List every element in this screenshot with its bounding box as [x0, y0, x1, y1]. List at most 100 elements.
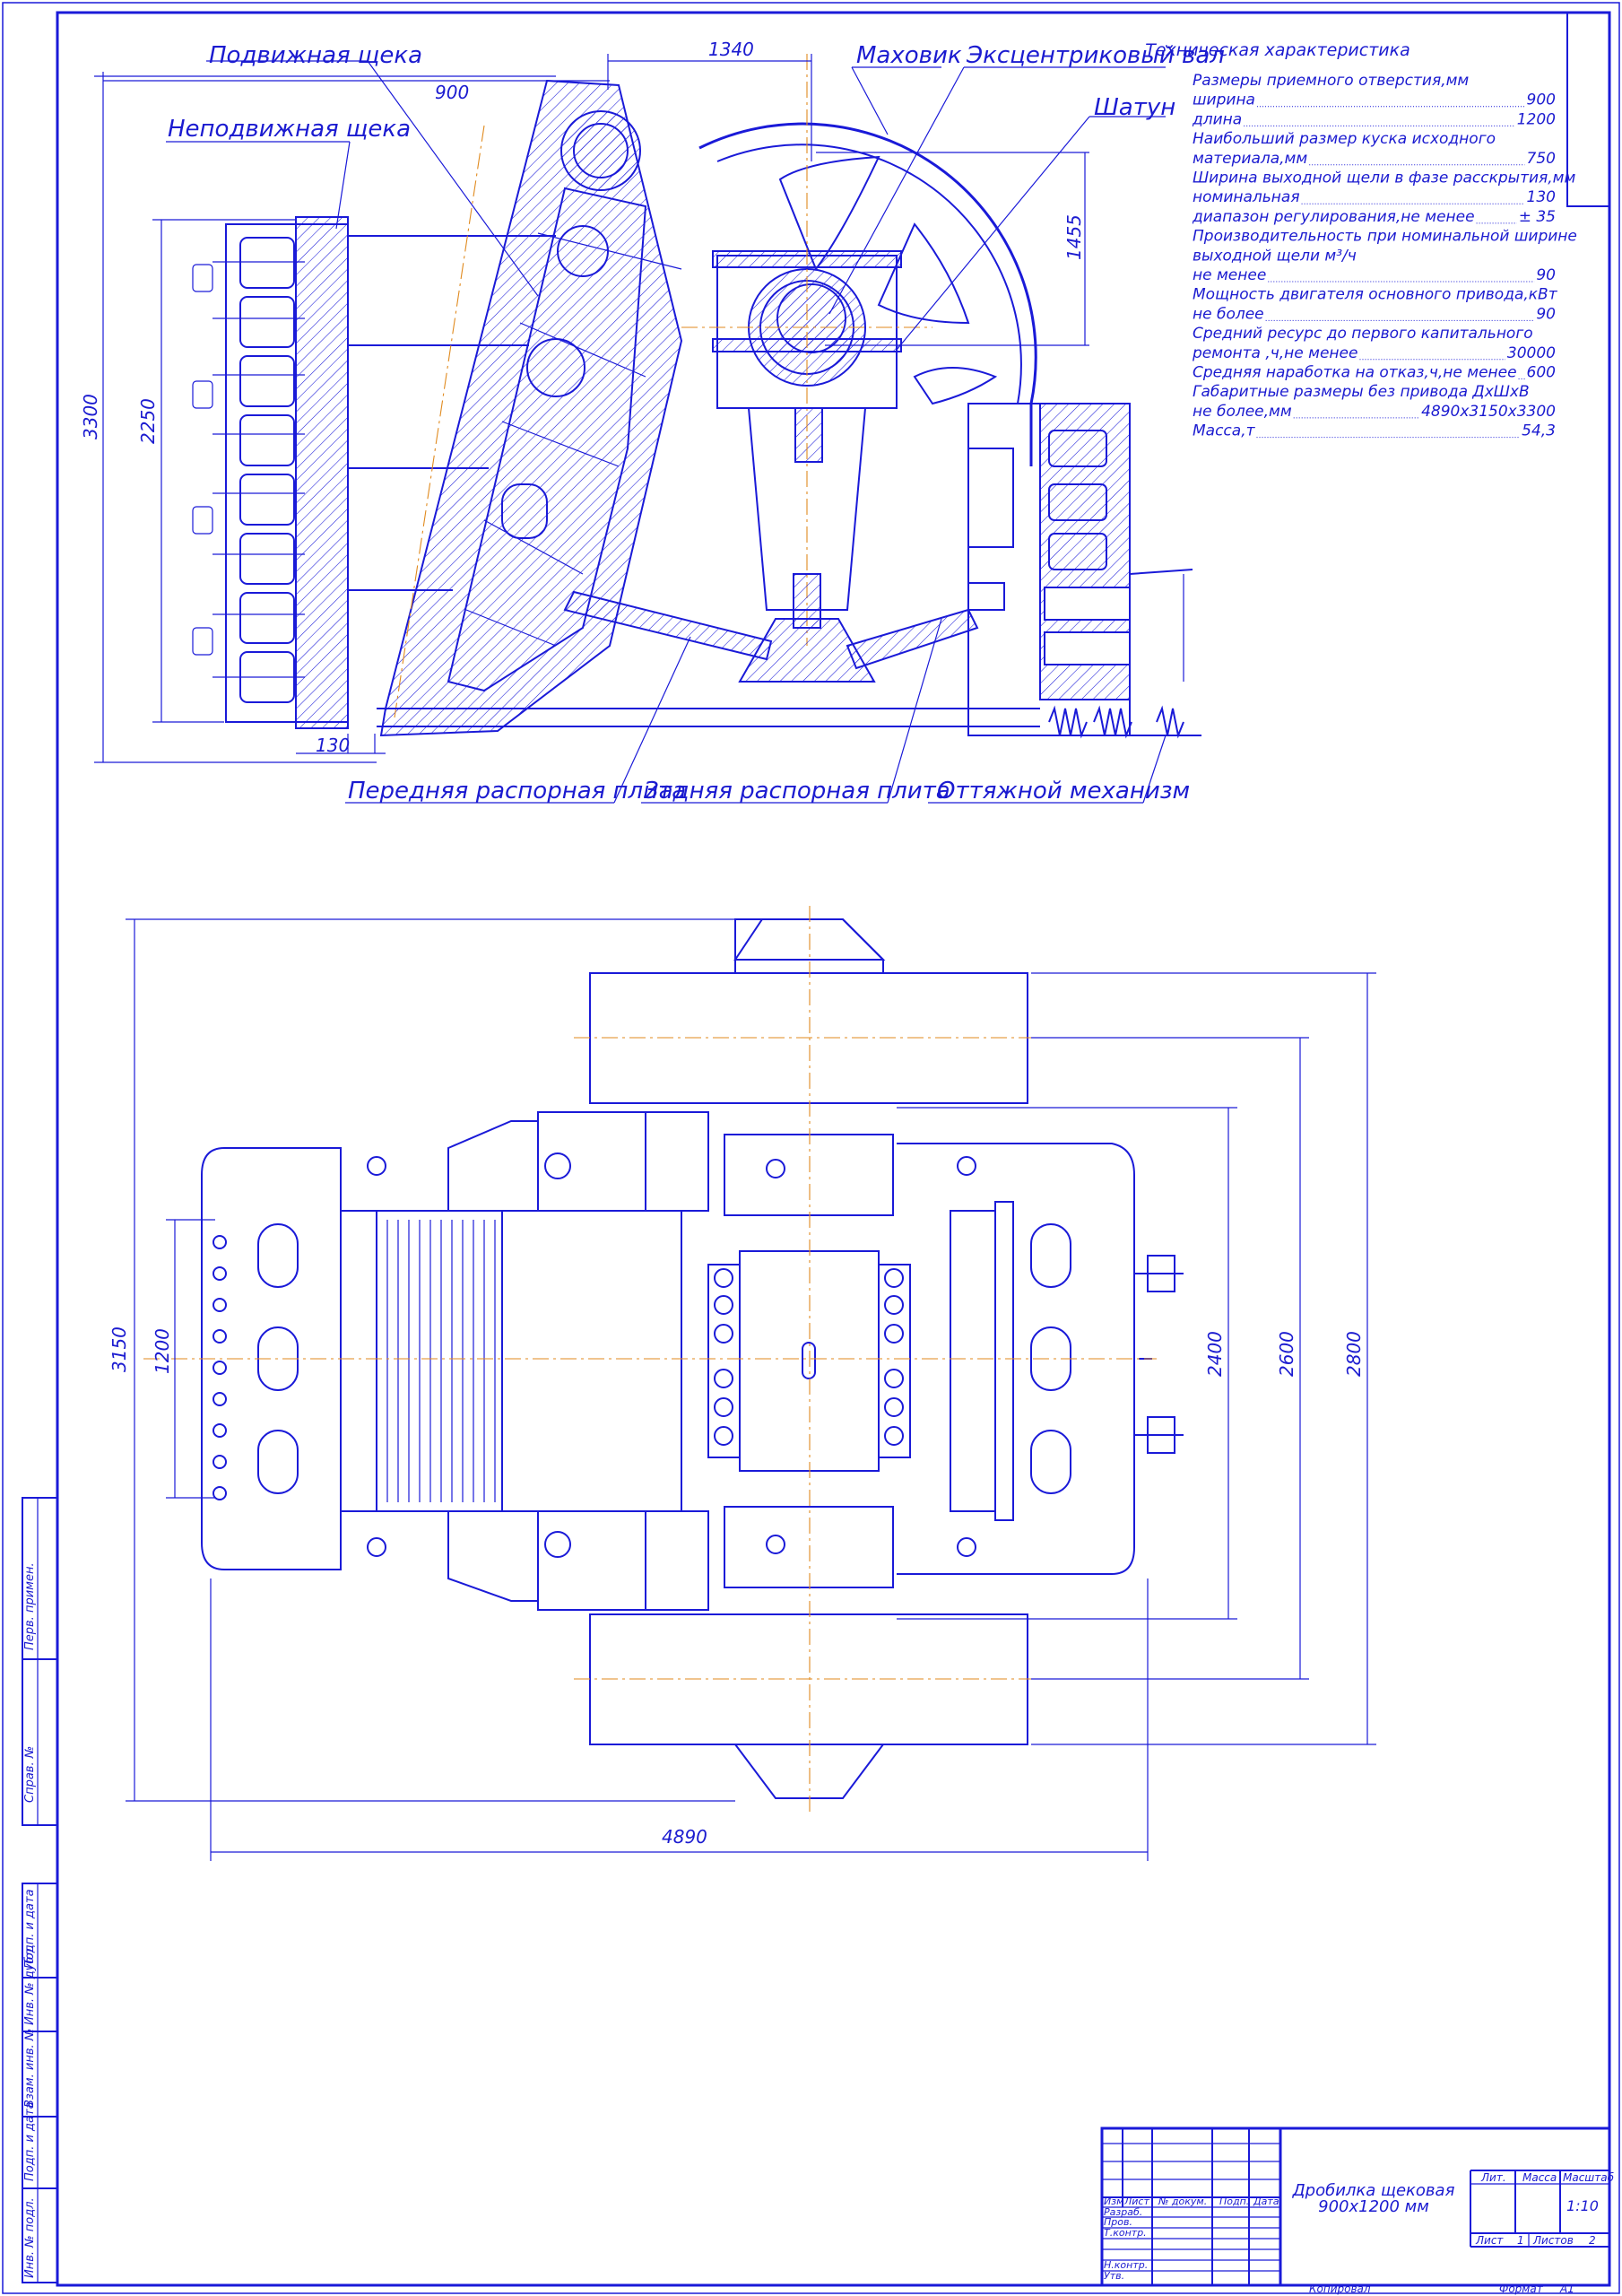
specs-title: Техническая характеристика [1145, 40, 1409, 60]
tb-sheets-label: Листов [1532, 2234, 1574, 2247]
dim-1200: 1200 [152, 1328, 173, 1374]
spec-line-text: Габаритные размеры без привода ДхШхВ [1193, 383, 1530, 401]
tb-format: Формат [1499, 2283, 1544, 2295]
spec-line-text: Мощность двигателя основного привода,кВт [1193, 286, 1558, 304]
label-movable-jaw: Подвижная щека [209, 42, 422, 69]
tb-name-line2: 900х1200 мм [1318, 2197, 1429, 2216]
corner-box [1566, 12, 1610, 207]
spec-line-value: 54,3 [1522, 422, 1556, 440]
tb-sheets-value: 2 [1589, 2234, 1596, 2247]
dim-1455: 1455 [1063, 214, 1085, 260]
spec-line-text: Наибольший размер куска исходного [1193, 130, 1496, 148]
label-flywheel: Маховик [856, 42, 962, 69]
spec-line-text: длина [1192, 110, 1242, 128]
side-dimensions [94, 54, 1089, 763]
stamp-inv-dubl: Инв. № дубл. [23, 1945, 37, 2025]
tb-format-value: А1 [1559, 2283, 1574, 2295]
tb-lit: Лит. [1480, 2171, 1506, 2184]
spec-line-text: номинальная [1193, 188, 1300, 206]
dim-2400: 2400 [1204, 1331, 1226, 1377]
tb-izm: Изм [1104, 2196, 1123, 2207]
tb-name-line1: Дробилка щековая [1292, 2181, 1455, 2200]
tb-podp: Подп. [1219, 2196, 1249, 2207]
plan-dimensions [126, 918, 1376, 1861]
tb-utv: Утв. [1104, 2270, 1124, 2282]
spec-line-value: 600 [1527, 364, 1556, 382]
spec-line-text: не более,мм [1193, 403, 1292, 421]
flywheel [681, 54, 1037, 646]
spec-line-value: 30000 [1507, 344, 1556, 362]
stamp-podp-data-2: Подп. и дата [23, 2101, 37, 2181]
spec-line-value: ± 35 [1519, 208, 1556, 226]
stamp-podp-data-1: Подп. и дата [23, 1889, 37, 1969]
tb-t-kontr: Т.контр. [1104, 2227, 1147, 2239]
base-frame [377, 705, 1201, 739]
fixed-jaw [192, 216, 556, 729]
dim-2250: 2250 [137, 398, 159, 444]
spec-line-value: 1200 [1517, 110, 1556, 128]
stamp-sprav: Справ. № [23, 1746, 37, 1803]
tb-sheet-label: Лист [1475, 2234, 1504, 2247]
spec-line-text: Средний ресурс до первого капитального [1193, 325, 1533, 343]
tb-masshtab: Масштаб [1563, 2171, 1615, 2184]
label-retraction: Оттяжной механизм [937, 778, 1190, 804]
tb-massa: Масса [1522, 2171, 1557, 2184]
plan-body [340, 1210, 682, 1512]
side-stamp: Перв. примен. Справ. № Подп. и дата Инв.… [22, 1497, 58, 2283]
dim-4890: 4890 [662, 1826, 707, 1848]
spec-line-text: материала,мм [1193, 150, 1307, 168]
spring [1048, 705, 1184, 739]
connecting-rod [738, 407, 876, 683]
spec-line-value: 4890х3150х3300 [1421, 403, 1556, 421]
stamp-vzam-inv: Взам. инв. № [23, 2029, 37, 2108]
label-connecting-rod: Шатун [1094, 94, 1175, 121]
spec-line-value: 750 [1527, 150, 1556, 168]
side-view: 1340 900 3300 2250 1455 130 Подвижная ще… [80, 39, 1225, 804]
dim-900-side: 900 [435, 82, 469, 103]
spec-line-value: 90 [1536, 305, 1556, 323]
dim-1340: 1340 [708, 39, 754, 60]
spec-line-text: не менее [1193, 266, 1266, 284]
spec-line-text: Размеры приемного отверстия,мм [1193, 72, 1469, 90]
spec-line-text: диапазон регулирования,не менее [1192, 208, 1475, 226]
spec-line-text: выходной щели м³/ч [1193, 247, 1357, 265]
stamp-perv-primen: Перв. примен. [23, 1562, 37, 1650]
spec-line-text: Средняя наработка на отказ,ч,не менее [1193, 364, 1517, 382]
tb-data: Дата [1253, 2196, 1279, 2207]
plan-view: 3150 1200 4890 2400 2600 2800 [108, 906, 1376, 1861]
label-fixed-jaw: Неподвижная щека [168, 116, 411, 143]
leader-lines [166, 60, 1167, 804]
label-eccentric-shaft: Эксцентриковый вал [966, 42, 1225, 69]
label-front-toggle: Передняя распорная плита [348, 778, 686, 804]
spec-line-text: Масса,т [1193, 422, 1256, 440]
tb-scale-value: 1:10 [1566, 2197, 1599, 2214]
label-rear-toggle: Задняя распорная плита [644, 778, 950, 804]
tb-copied: Копировал [1309, 2283, 1371, 2295]
spec-line-text: Производительность при номинальной ширин… [1193, 228, 1577, 246]
tb-sheet-value: 1 [1517, 2234, 1524, 2247]
spec-line-value: 90 [1536, 266, 1556, 284]
toggle-plates [563, 590, 979, 670]
dim-2800: 2800 [1343, 1331, 1365, 1377]
title-block: Изм Лист № докум. Подп. Дата Разраб. Про… [1100, 2126, 1615, 2295]
spec-line-text: не более [1193, 305, 1264, 323]
spec-line-text: ремонта ,ч,не менее [1192, 344, 1357, 362]
stamp-inv-podl: Инв. № подл. [23, 2197, 37, 2278]
tech-specs: Техническая характеристика Размеры прием… [1145, 40, 1577, 440]
plan-front-cap [201, 1147, 342, 1570]
tb-razrab: Разраб. [1104, 2206, 1142, 2218]
tb-prov: Пров. [1104, 2216, 1132, 2228]
spec-line-value: 130 [1527, 188, 1556, 206]
inner-frame [56, 11, 1611, 2287]
plan-rear-cap [897, 1143, 1135, 1575]
movable-jaw [379, 79, 683, 737]
dim-2600: 2600 [1276, 1331, 1297, 1377]
tb-doc-no: № докум. [1158, 2196, 1207, 2207]
dim-3150: 3150 [108, 1326, 130, 1372]
rear-frame [967, 403, 1193, 736]
spec-line-value: 900 [1527, 91, 1556, 109]
spec-line-text: Ширина выходной щели в фазе расскрытия,м… [1193, 170, 1575, 187]
tb-list: Лист [1123, 2196, 1149, 2207]
